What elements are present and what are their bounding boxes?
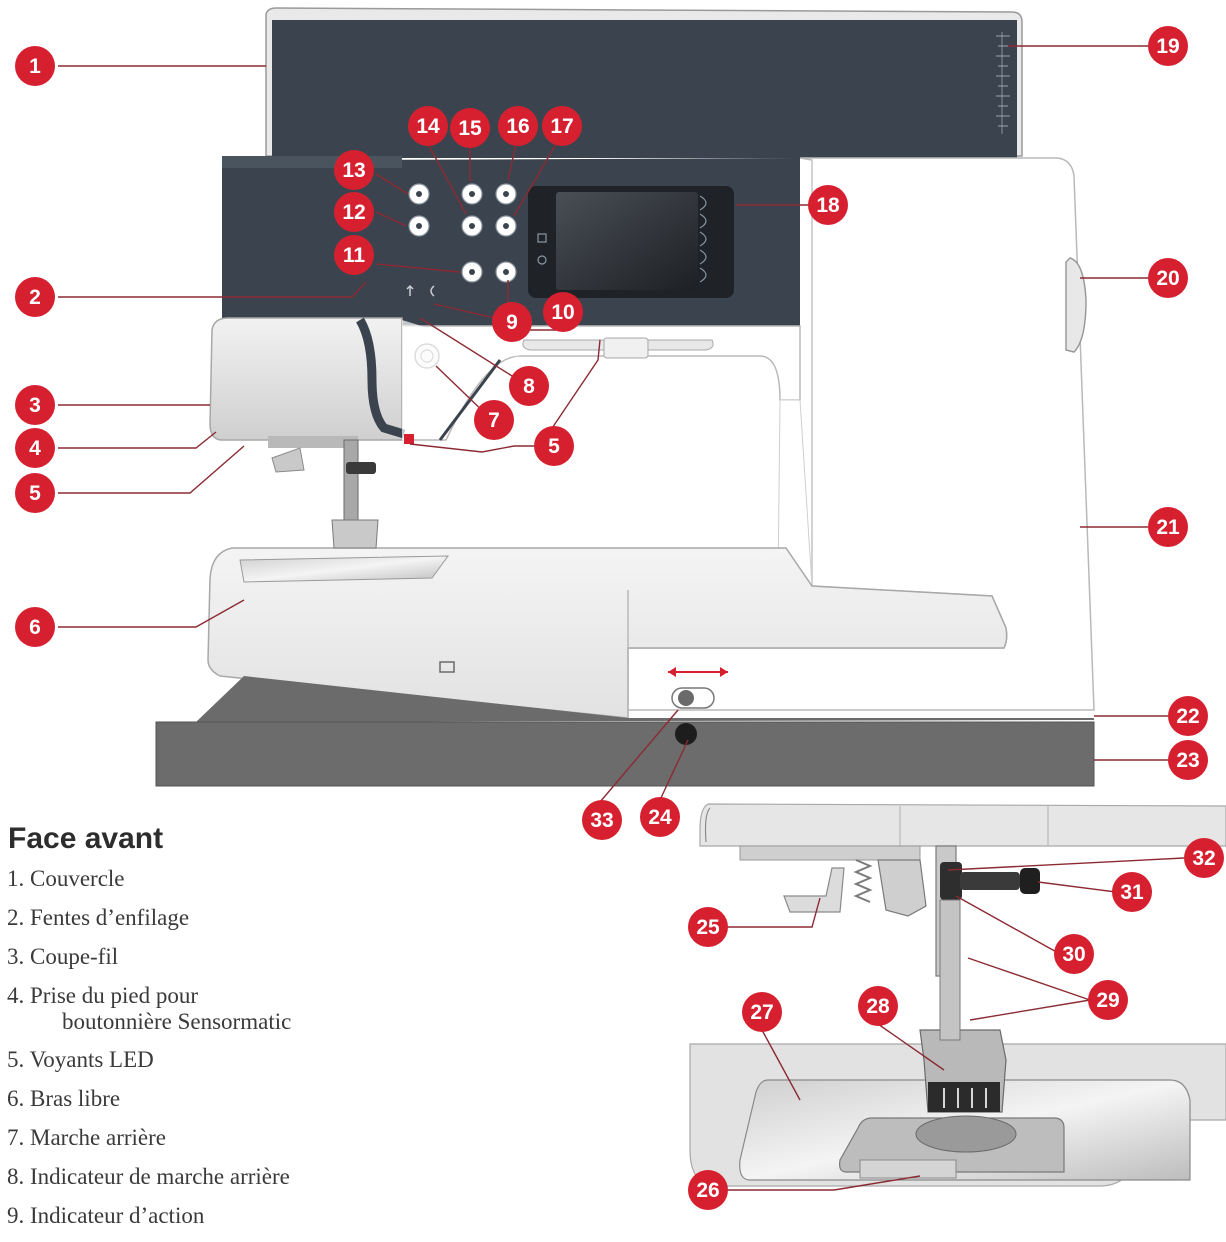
callout-29: 29 — [1088, 980, 1128, 1020]
zoom-inset — [689, 803, 1226, 1187]
svg-text:21: 21 — [1156, 516, 1180, 539]
svg-text:4: 4 — [29, 437, 41, 460]
svg-text:16: 16 — [506, 115, 529, 138]
legend-item: 6. Bras libre — [7, 1086, 121, 1111]
button-glyphs — [416, 191, 509, 275]
svg-text:5: 5 — [29, 482, 41, 505]
section-heading: Face avant — [8, 822, 164, 855]
callout-14: 14 — [408, 106, 448, 146]
svg-text:9: 9 — [506, 311, 518, 334]
callout-26: 26 — [688, 1170, 728, 1210]
legend-item: 1. Couvercle — [7, 866, 125, 891]
svg-text:8: 8 — [523, 375, 535, 398]
callout-13: 13 — [334, 150, 374, 190]
indicator-icons — [406, 284, 435, 297]
svg-text:15: 15 — [458, 117, 482, 140]
legend-item: 8. Indicateur de marche arrière — [7, 1164, 290, 1189]
callout-15: 15 — [450, 108, 490, 148]
svg-text:5: 5 — [548, 435, 560, 458]
legend-item: 2. Fentes d’enfilage — [7, 905, 190, 930]
svg-text:10: 10 — [551, 301, 574, 324]
svg-text:14: 14 — [416, 115, 440, 138]
callout-30: 30 — [1054, 934, 1094, 974]
callout-20: 20 — [1148, 258, 1188, 298]
callout-31: 31 — [1112, 872, 1152, 912]
callout-5a: 5 — [15, 473, 55, 513]
callout-8: 8 — [509, 366, 549, 406]
svg-text:2: 2 — [29, 286, 41, 309]
callout-11: 11 — [334, 235, 374, 275]
svg-text:11: 11 — [343, 244, 366, 267]
callout-3: 3 — [15, 385, 55, 425]
svg-text:26: 26 — [696, 1179, 719, 1202]
svg-text:19: 19 — [1156, 35, 1179, 58]
callout-24: 24 — [640, 797, 680, 837]
legend-item: 9. Indicateur d’action — [7, 1203, 205, 1228]
base — [155, 676, 1095, 787]
callout-17: 17 — [542, 106, 582, 146]
callout-4: 4 — [15, 428, 55, 468]
svg-text:33: 33 — [590, 809, 613, 832]
presser-foot-main — [268, 434, 414, 549]
callout-2: 2 — [15, 277, 55, 317]
svg-text:12: 12 — [342, 201, 365, 224]
svg-text:31: 31 — [1120, 881, 1144, 904]
svg-text:24: 24 — [648, 806, 672, 829]
callout-18: 18 — [808, 185, 848, 225]
lid — [265, 7, 1023, 158]
svg-text:29: 29 — [1096, 989, 1119, 1012]
callout-25: 25 — [688, 907, 728, 947]
svg-text:13: 13 — [342, 159, 365, 182]
svg-text:27: 27 — [750, 1001, 773, 1024]
svg-text:1: 1 — [29, 55, 41, 78]
callout-23: 23 — [1168, 740, 1208, 780]
callout-9: 9 — [492, 302, 532, 342]
svg-text:20: 20 — [1156, 267, 1179, 290]
callout-19: 19 — [1148, 26, 1188, 66]
callout-27: 27 — [742, 992, 782, 1032]
touch-screen[interactable] — [528, 186, 734, 298]
callout-32: 32 — [1184, 838, 1224, 878]
svg-text:25: 25 — [696, 916, 720, 939]
svg-text:3: 3 — [29, 394, 41, 417]
svg-text:28: 28 — [866, 995, 890, 1018]
svg-text:32: 32 — [1192, 847, 1215, 870]
parts-legend: 1. Couvercle 2. Fentes d’enfilage 3. Cou… — [7, 866, 291, 1242]
callout-7: 7 — [474, 400, 514, 440]
callouts: 1 2 3 4 5 5 6 7 8 9 10 11 12 13 14 15 16… — [15, 26, 1224, 1210]
svg-text:22: 22 — [1176, 705, 1199, 728]
legend-item: 5. Voyants LED — [7, 1047, 154, 1072]
legend-item: 3. Coupe-fil — [7, 944, 119, 969]
svg-text:6: 6 — [29, 616, 41, 639]
legend-item: 7. Marche arrière — [7, 1125, 166, 1150]
callout-1: 1 — [15, 46, 55, 86]
callout-33: 33 — [582, 800, 622, 840]
svg-text:18: 18 — [816, 194, 840, 217]
callout-10: 10 — [543, 292, 583, 332]
callout-22: 22 — [1168, 696, 1208, 736]
svg-text:30: 30 — [1062, 943, 1085, 966]
svg-text:17: 17 — [550, 115, 573, 138]
callout-12: 12 — [334, 192, 374, 232]
callout-5b: 5 — [534, 426, 574, 466]
free-arm — [207, 547, 1008, 719]
callout-16: 16 — [498, 106, 538, 146]
svg-text:7: 7 — [488, 409, 500, 432]
sewing-machine-diagram: 1 2 3 4 5 5 6 7 8 9 10 11 12 13 14 15 16… — [15, 7, 1226, 1210]
callout-6: 6 — [15, 607, 55, 647]
callout-21: 21 — [1148, 507, 1188, 547]
svg-text:23: 23 — [1176, 749, 1199, 772]
callout-28: 28 — [858, 986, 898, 1026]
